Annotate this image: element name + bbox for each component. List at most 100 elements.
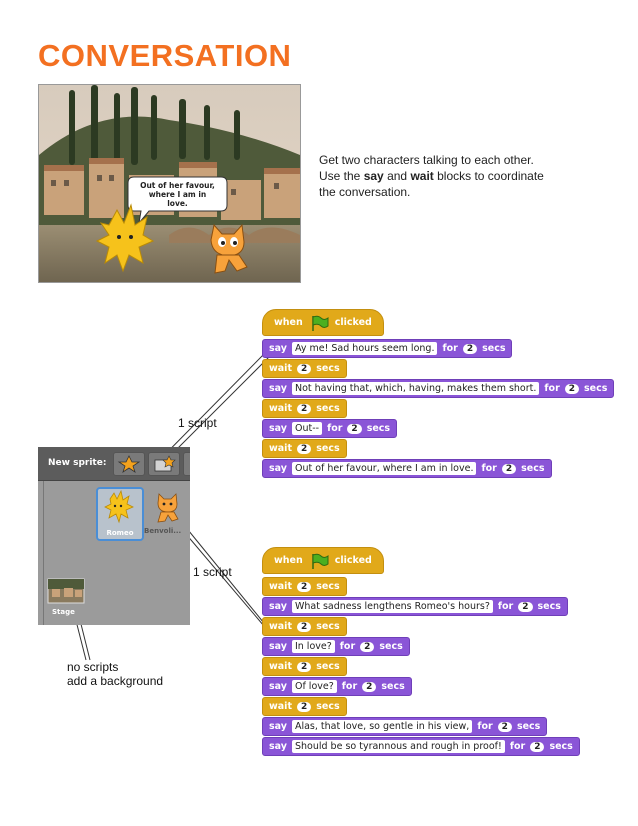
say-text-slot: Ay me! Sad hours seem long. bbox=[292, 342, 438, 355]
secs-number-slot: 2 bbox=[297, 662, 311, 672]
secs-keyword: secs bbox=[316, 701, 339, 712]
folder-star-icon bbox=[149, 453, 179, 475]
for-keyword: for bbox=[481, 463, 496, 474]
block-row: wait2secs bbox=[262, 616, 580, 636]
for-keyword: for bbox=[544, 383, 559, 394]
sprite-thumb-romeo[interactable]: Romeo bbox=[96, 487, 144, 541]
wait-secs-block[interactable]: wait 2 secs bbox=[262, 697, 347, 716]
script-romeo: when clicked say Ay me! Sad hours seem long… bbox=[262, 309, 614, 478]
say-keyword: say bbox=[269, 423, 287, 434]
say-keyword: say bbox=[269, 741, 287, 752]
annotation-no-scripts: no scripts bbox=[67, 660, 118, 674]
for-keyword: for bbox=[477, 721, 492, 732]
say-text-slot: Should be so tyrannous and rough in proo… bbox=[292, 740, 505, 753]
block-row: say What sadness lengthens Romeo's hours?… bbox=[262, 596, 580, 616]
for-keyword: for bbox=[510, 741, 525, 752]
choose-sprite-button[interactable] bbox=[148, 452, 180, 476]
block-row: wait2secs bbox=[262, 656, 580, 676]
secs-number-slot: 2 bbox=[502, 464, 516, 474]
paint-new-sprite-button[interactable] bbox=[113, 452, 145, 476]
romeo-thumbnail-icon bbox=[98, 489, 142, 527]
annotation-add-background: add a background bbox=[67, 674, 163, 688]
secs-keyword: secs bbox=[379, 641, 402, 652]
green-flag-icon bbox=[308, 314, 330, 332]
say-text-slot: Out-- bbox=[292, 422, 322, 435]
say-for-secs-block[interactable]: say What sadness lengthens Romeo's hours?… bbox=[262, 597, 568, 616]
secs-keyword: secs bbox=[316, 621, 339, 632]
stage-thumb[interactable]: Stage bbox=[46, 577, 86, 621]
sprite-panel: New sprite: Romeo Benvoli... bbox=[38, 447, 190, 625]
say-text-slot: Out of her favour, where I am in love. bbox=[292, 462, 477, 475]
secs-number-slot: 2 bbox=[297, 364, 311, 374]
block-row: sayOut of her favour, where I am in love… bbox=[262, 458, 614, 478]
say-text-slot: In love? bbox=[292, 640, 335, 653]
new-sprite-toolbar: New sprite: bbox=[38, 447, 190, 481]
secs-number-slot: 2 bbox=[297, 444, 311, 454]
wait-keyword: wait bbox=[269, 701, 292, 712]
secs-keyword: secs bbox=[316, 403, 339, 414]
say-for-secs-block[interactable]: say Should be so tyrannous and rough in p… bbox=[262, 737, 580, 756]
secs-number-slot: 2 bbox=[518, 602, 532, 612]
secs-number-slot: 2 bbox=[297, 582, 311, 592]
paint-star-icon bbox=[114, 453, 144, 475]
for-keyword: for bbox=[327, 423, 342, 434]
secs-number-slot: 2 bbox=[297, 702, 311, 712]
sprite-thumb-benvolio[interactable]: Benvoli... bbox=[144, 487, 188, 537]
secs-keyword: secs bbox=[381, 681, 404, 692]
hat-when-label: when bbox=[274, 317, 303, 328]
wait-secs-block[interactable]: wait 2 secs bbox=[262, 359, 347, 378]
wait-keyword: wait bbox=[269, 363, 292, 374]
secs-number-slot: 2 bbox=[530, 742, 544, 752]
script-benvolio: whenclicked wait 2 secs say What sadness leng… bbox=[262, 547, 580, 756]
secs-number-slot: 2 bbox=[297, 404, 311, 414]
block-row: wait 2 secs bbox=[262, 358, 614, 378]
random-sprite-button[interactable] bbox=[183, 452, 190, 476]
hat-when-label: when bbox=[274, 555, 303, 566]
when-flag-clicked-block[interactable]: when clicked bbox=[262, 309, 384, 336]
block-row: sayOut--for2secs bbox=[262, 418, 614, 438]
for-keyword: for bbox=[340, 641, 355, 652]
secs-keyword: secs bbox=[521, 463, 544, 474]
say-keyword: say bbox=[269, 641, 287, 652]
secs-keyword: secs bbox=[549, 741, 572, 752]
green-flag-icon bbox=[308, 552, 330, 570]
stage-thumbnail-icon bbox=[46, 577, 86, 605]
secs-keyword: secs bbox=[316, 363, 339, 374]
sprite-name-romeo: Romeo bbox=[98, 529, 142, 537]
divider bbox=[43, 481, 44, 625]
secs-keyword: secs bbox=[316, 581, 339, 592]
block-row: sayAlas, that love, so gentle in his vie… bbox=[262, 716, 580, 736]
say-keyword: say bbox=[269, 343, 287, 354]
secs-keyword: secs bbox=[482, 343, 505, 354]
say-text-slot: What sadness lengthens Romeo's hours? bbox=[292, 600, 493, 613]
say-text-slot: Alas, that love, so gentle in his view, bbox=[292, 720, 472, 733]
say-keyword: say bbox=[269, 601, 287, 612]
sprite-name-benvolio: Benvoli... bbox=[144, 527, 190, 535]
secs-keyword: secs bbox=[584, 383, 607, 394]
secs-keyword: secs bbox=[316, 661, 339, 672]
hat-clicked-label: clicked bbox=[335, 317, 372, 328]
secs-keyword: secs bbox=[367, 423, 390, 434]
say-keyword: say bbox=[269, 383, 287, 394]
say-keyword: say bbox=[269, 681, 287, 692]
say-text-slot: Of love? bbox=[292, 680, 337, 693]
benvolio-thumbnail-icon bbox=[144, 487, 188, 525]
block-row: say Should be so tyrannous and rough in p… bbox=[262, 736, 580, 756]
